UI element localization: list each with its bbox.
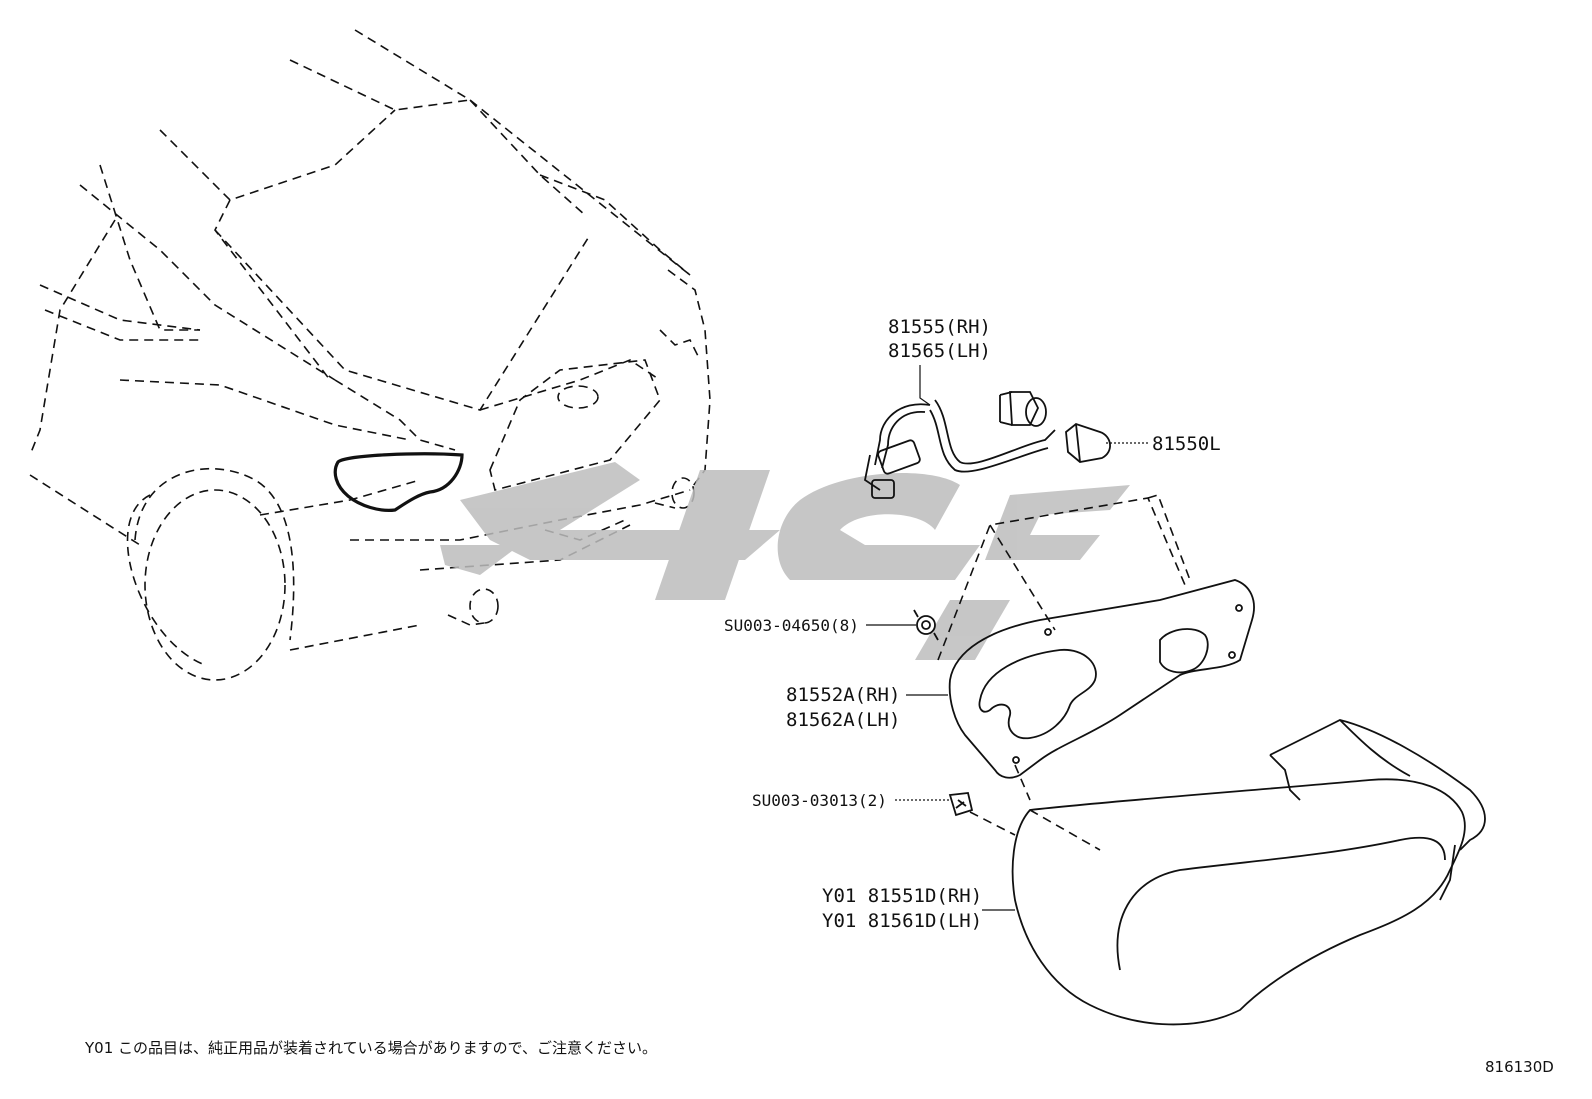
callout-gasket: 81552A(RH) 81562A(LH): [786, 684, 900, 731]
car-tail-lamp-highlight: [333, 452, 464, 512]
callout-gasket-line-2: 81562A(LH): [786, 709, 900, 731]
diagram-code: 816130D: [1485, 1058, 1554, 1076]
clip: [913, 609, 939, 641]
gasket: [937, 494, 1255, 801]
tail-lamp-assembly: [1011, 719, 1486, 1026]
socket-wire-harness: [863, 391, 1056, 499]
callout-socket-line-1: 81555(RH): [888, 316, 991, 338]
callout-clip-line-1: SU003-04650(8): [724, 616, 859, 635]
leader-lines: [866, 365, 1148, 911]
callout-clip: SU003-04650(8): [724, 616, 859, 635]
callout-screw: SU003-03013(2): [752, 791, 887, 810]
watermark-logo: [440, 462, 1130, 660]
callout-screw-line-1: SU003-03013(2): [752, 791, 887, 810]
car-rear-outline: [29, 29, 711, 681]
callout-bulb-line-1: 81550L: [1152, 433, 1221, 455]
callout-bulb: 81550L: [1152, 433, 1221, 455]
bulb: [1065, 422, 1111, 463]
footnote: Y01 この品目は、純正用品が装着されている場合がありますので、ご注意ください。: [84, 1039, 657, 1057]
callout-gasket-line-1: 81552A(RH): [786, 684, 900, 706]
callout-lamp-line-2: Y01 81561D(LH): [822, 910, 982, 932]
callout-socket: 81555(RH) 81565(LH): [888, 316, 991, 362]
callout-socket-line-2: 81565(LH): [888, 340, 991, 362]
callout-lamp-line-1: Y01 81551D(RH): [822, 885, 982, 907]
callout-lamp: Y01 81551D(RH) Y01 81561D(LH): [822, 885, 982, 932]
screw: [948, 792, 1016, 836]
